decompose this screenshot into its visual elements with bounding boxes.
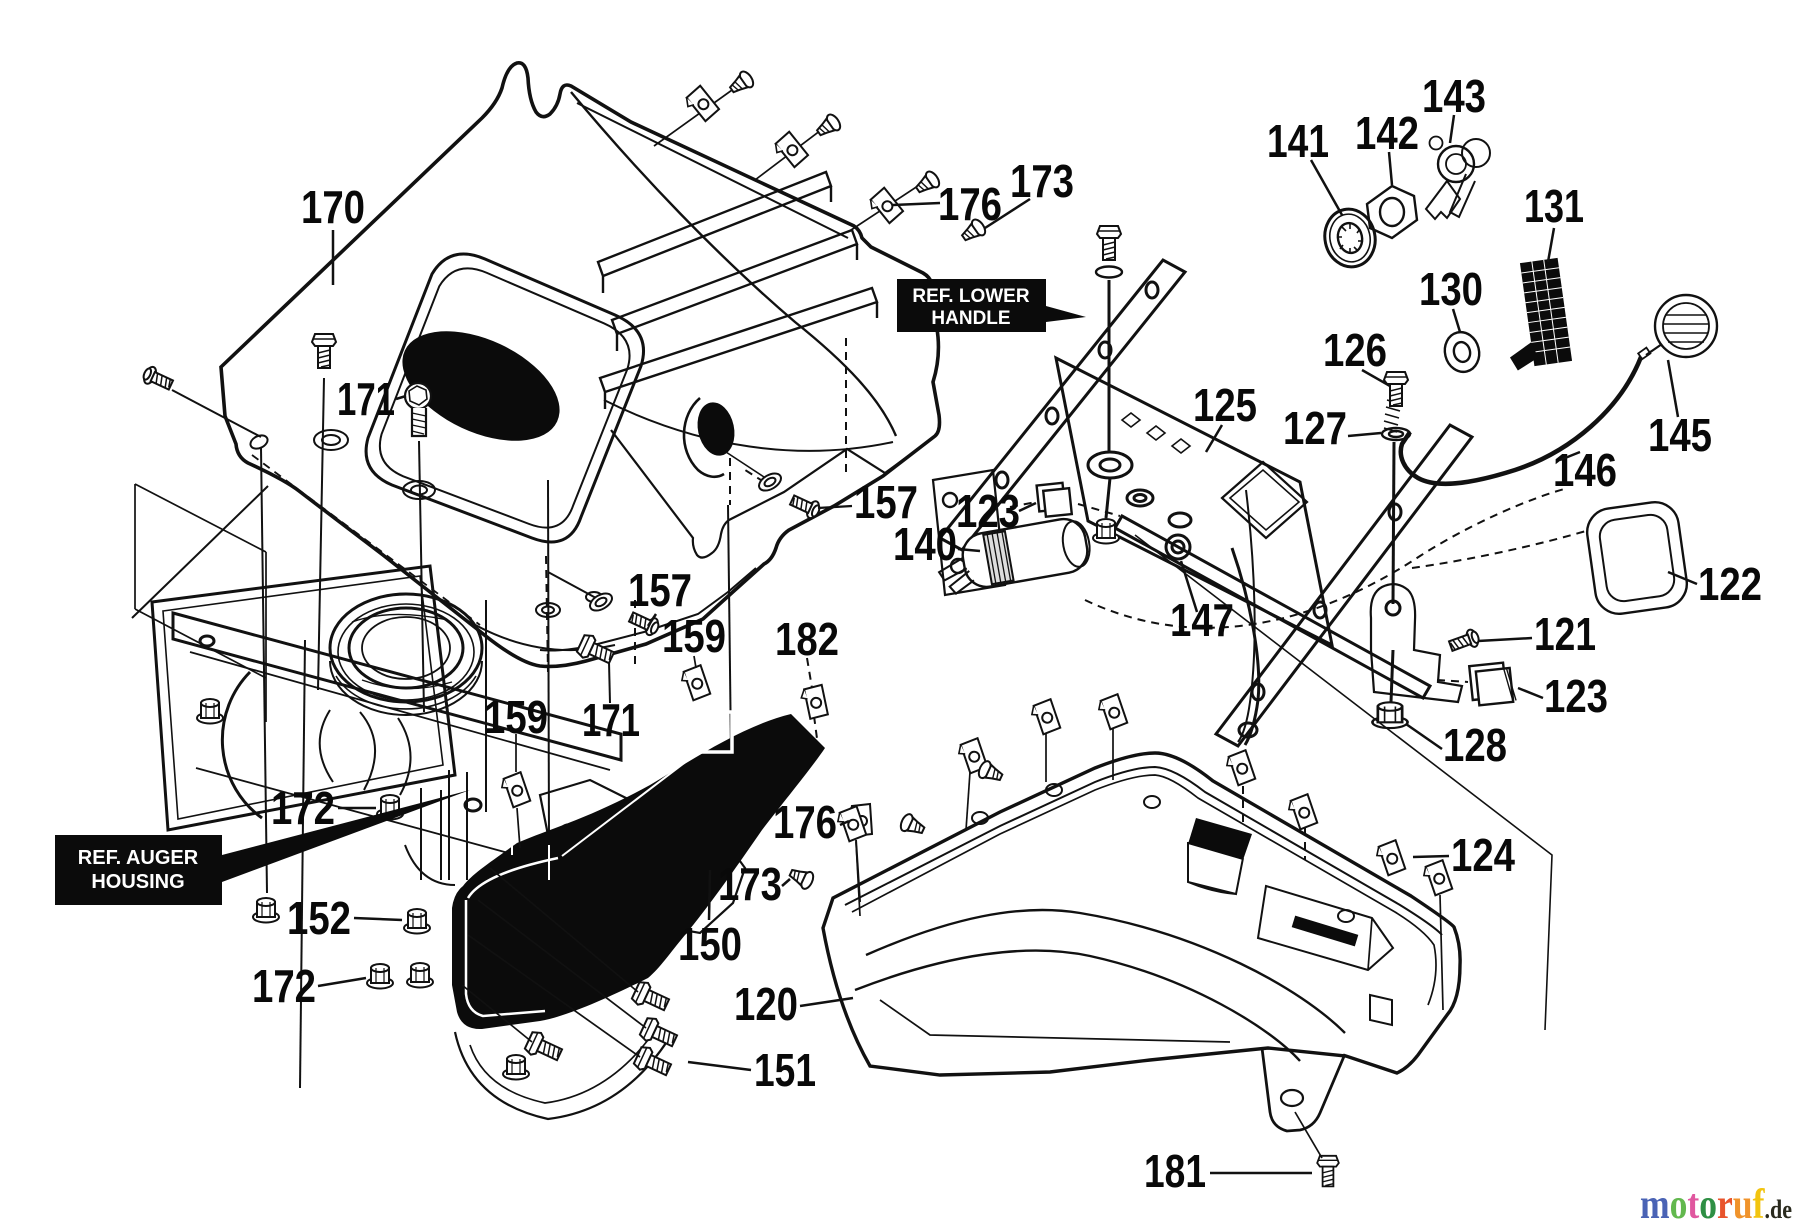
svg-text:152: 152	[287, 892, 351, 944]
svg-text:142: 142	[1355, 107, 1419, 159]
svg-text:145: 145	[1648, 409, 1712, 461]
svg-text:151: 151	[754, 1044, 816, 1096]
svg-text:171: 171	[582, 694, 640, 746]
svg-text:172: 172	[271, 782, 335, 834]
svg-text:motoruf.de: motoruf.de	[1640, 1182, 1792, 1228]
svg-text:159: 159	[662, 610, 726, 662]
svg-text:130: 130	[1419, 263, 1483, 315]
svg-text:173: 173	[1010, 155, 1074, 207]
svg-text:125: 125	[1193, 379, 1257, 431]
svg-text:122: 122	[1698, 558, 1762, 610]
svg-text:182: 182	[775, 613, 839, 665]
svg-text:157: 157	[628, 564, 692, 616]
svg-text:150: 150	[678, 918, 742, 970]
svg-text:126: 126	[1323, 324, 1387, 376]
svg-text:143: 143	[1422, 70, 1486, 122]
svg-text:REF. LOWER: REF. LOWER	[912, 286, 1029, 307]
svg-text:170: 170	[301, 181, 365, 233]
svg-text:123: 123	[956, 485, 1020, 537]
svg-text:157: 157	[854, 476, 918, 528]
svg-text:181: 181	[1144, 1145, 1206, 1197]
svg-text:141: 141	[1267, 115, 1329, 167]
svg-text:120: 120	[734, 978, 798, 1030]
svg-text:147: 147	[1170, 594, 1234, 646]
svg-text:146: 146	[1553, 444, 1617, 496]
svg-text:176: 176	[938, 178, 1002, 230]
svg-text:159: 159	[484, 691, 548, 743]
svg-text:127: 127	[1283, 402, 1347, 454]
svg-text:173: 173	[718, 858, 782, 910]
svg-text:140: 140	[893, 518, 957, 570]
svg-text:131: 131	[1524, 180, 1584, 232]
svg-text:REF. AUGER: REF. AUGER	[78, 847, 199, 869]
svg-text:128: 128	[1443, 719, 1507, 771]
svg-text:124: 124	[1451, 829, 1515, 881]
svg-text:172: 172	[252, 960, 316, 1012]
svg-text:176: 176	[773, 796, 837, 848]
svg-text:121: 121	[1534, 608, 1596, 660]
svg-text:HOUSING: HOUSING	[91, 871, 184, 893]
svg-text:171: 171	[337, 373, 395, 425]
svg-text:123: 123	[1544, 670, 1608, 722]
svg-text:HANDLE: HANDLE	[931, 308, 1010, 329]
